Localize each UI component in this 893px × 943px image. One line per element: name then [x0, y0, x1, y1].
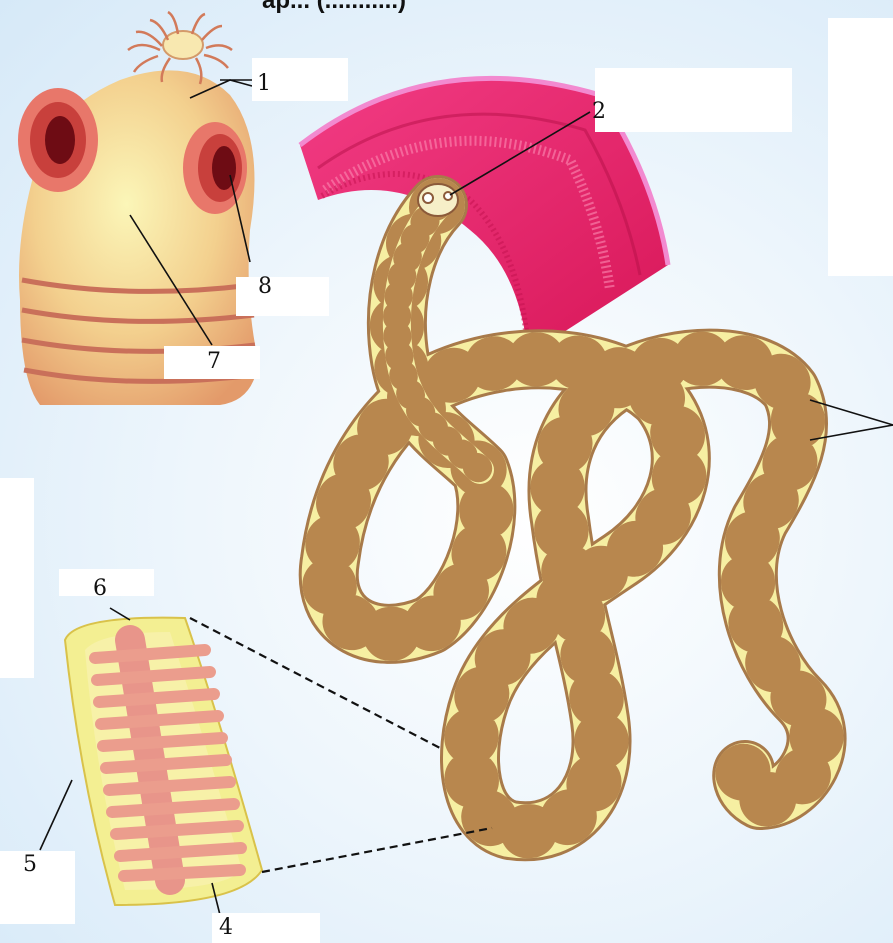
answer-box: [0, 851, 75, 924]
small-scolex: [418, 184, 458, 216]
answer-box: [828, 18, 893, 276]
label-2-scolex: 2: [592, 101, 606, 123]
label-1-hooks: 1: [257, 73, 271, 95]
label-6-uterus: 6: [93, 578, 107, 600]
answer-box: [595, 68, 792, 132]
label-5-edge: 5: [23, 854, 37, 876]
label-8-sucker: 8: [258, 276, 272, 298]
answer-box: [236, 277, 329, 316]
label-4-wall: 4: [219, 917, 233, 939]
label-7-head: 7: [207, 351, 221, 373]
enlarged-proglottid: [65, 618, 262, 905]
answer-box: [0, 478, 34, 678]
